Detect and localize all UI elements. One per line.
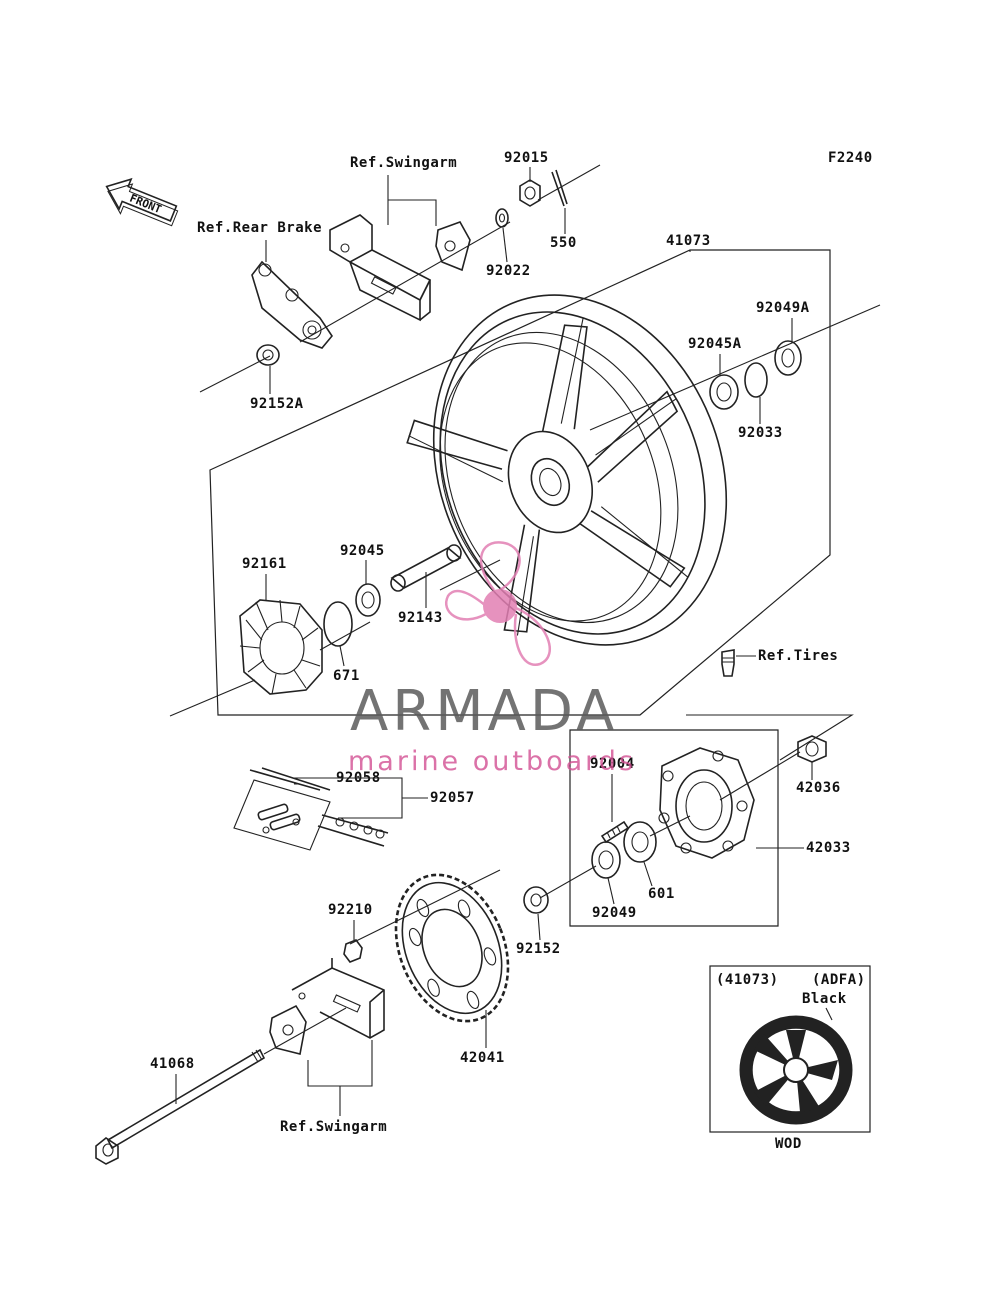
label-42036: 42036 <box>796 780 841 796</box>
label-92049A: 92049A <box>756 300 810 316</box>
collar-42036 <box>797 735 827 763</box>
bearing-601 <box>623 821 657 863</box>
label-550: 550 <box>550 235 577 251</box>
label-92152A: 92152A <box>250 396 304 412</box>
label-92152: 92152 <box>516 941 561 957</box>
inset-variant: (ADFA) <box>812 972 866 988</box>
label-92022: 92022 <box>486 263 531 279</box>
nut-92015 <box>519 179 541 207</box>
watermark-tagline: marine outboards <box>348 746 636 777</box>
label-ref-swingarm-top: Ref.Swingarm <box>350 155 457 171</box>
oil-seal-92049 <box>591 841 621 879</box>
label-41073: 41073 <box>666 233 711 249</box>
figure-code: F2240 <box>828 150 873 166</box>
label-92045: 92045 <box>340 543 385 559</box>
inset-code: (41073) <box>716 972 779 988</box>
bearing-92045A <box>709 374 739 410</box>
label-92057: 92057 <box>430 790 475 806</box>
label-92004: 92004 <box>590 756 635 772</box>
label-92049: 92049 <box>592 905 637 921</box>
label-42033: 42033 <box>806 840 851 856</box>
coupling-42033 <box>658 747 755 859</box>
damper-92161 <box>239 599 323 695</box>
label-ref-rear-brake: Ref.Rear Brake <box>197 220 322 236</box>
label-92033: 92033 <box>738 425 783 441</box>
rear-brake-bracket <box>251 260 333 349</box>
label-92015: 92015 <box>504 150 549 166</box>
collar-92152A <box>256 344 280 366</box>
propeller-logo-icon <box>445 541 551 666</box>
master-link-92058 <box>257 803 301 834</box>
label-601: 601 <box>648 886 675 902</box>
label-92045A: 92045A <box>688 336 742 352</box>
sprocket-42041 <box>394 873 510 1023</box>
bearing-92045 <box>355 583 381 617</box>
watermark-brand: ARMADA <box>350 679 618 744</box>
nut-92210 <box>343 939 363 963</box>
inset-color: Black <box>802 991 847 1007</box>
swingarm-adjuster-top <box>329 214 471 322</box>
collar-92143 <box>390 544 462 592</box>
circlip-92033 <box>744 362 768 398</box>
label-92210: 92210 <box>328 902 373 918</box>
rear-wheel-41073 <box>209 249 831 716</box>
label-41068: 41068 <box>150 1056 195 1072</box>
watermark: ARMADA marine outboards <box>348 541 636 777</box>
o-ring-671 <box>323 601 353 647</box>
label-ref-swingarm-bottom: Ref.Swingarm <box>280 1119 387 1135</box>
collar-92152 <box>523 886 549 914</box>
label-92161: 92161 <box>242 556 287 572</box>
axle-41068 <box>95 1048 266 1165</box>
label-92143: 92143 <box>398 610 443 626</box>
swingarm-adjuster-bottom <box>269 958 385 1055</box>
tire-valve <box>721 649 735 677</box>
oil-seal-92049A <box>774 340 802 376</box>
label-42041: 42041 <box>460 1050 505 1066</box>
inset-panel: (41073) (ADFA) Black WOD <box>709 965 871 1152</box>
inset-wheel-icon <box>739 1015 853 1125</box>
front-arrow-icon: FRONT <box>105 177 179 227</box>
inset-caption: WOD <box>775 1136 802 1152</box>
chain-92057 <box>233 767 389 851</box>
label-671: 671 <box>333 668 360 684</box>
label-ref-tires: Ref.Tires <box>758 648 838 664</box>
